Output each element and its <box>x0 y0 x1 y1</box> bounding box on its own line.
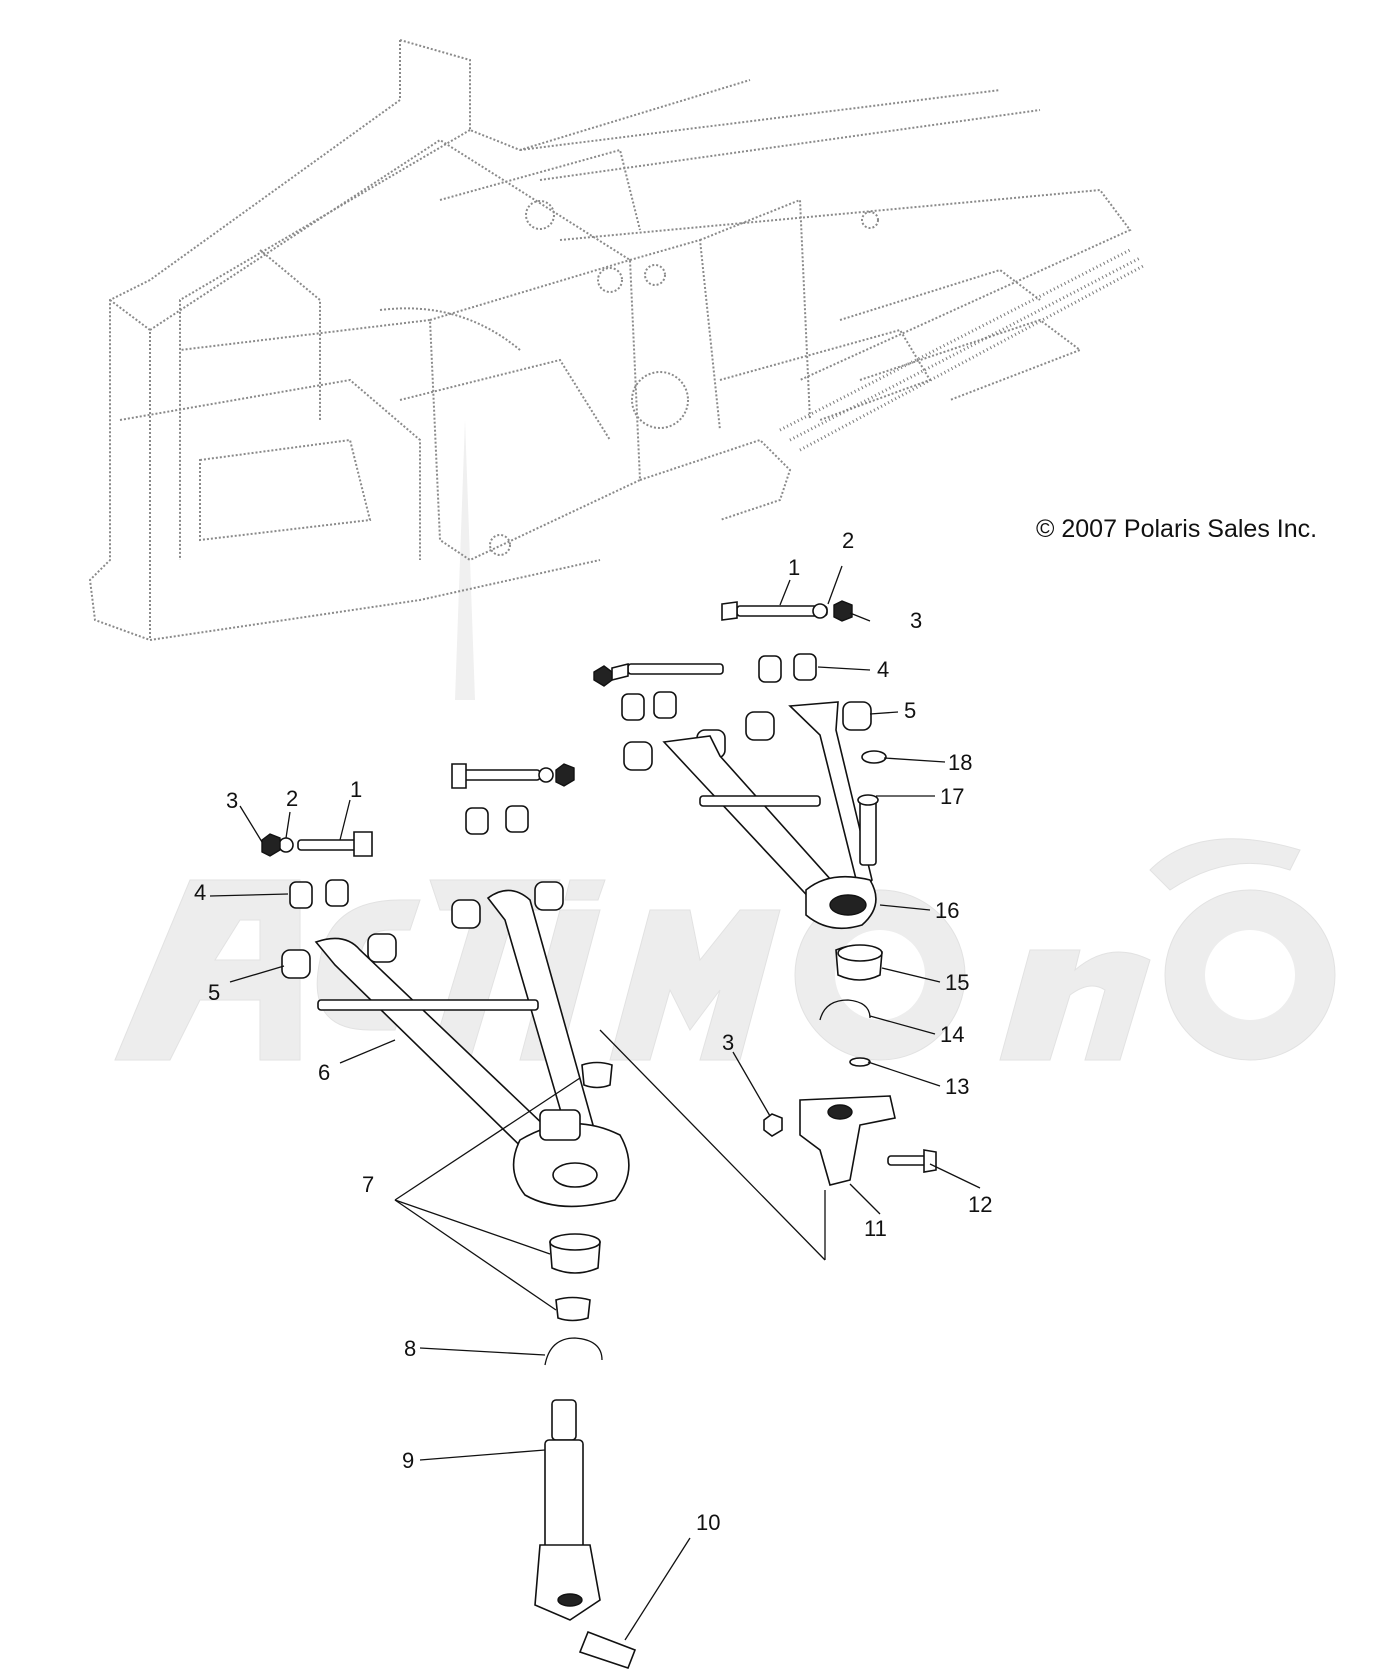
copyright-notice: © 2007 Polaris Sales Inc. <box>1036 515 1317 543</box>
watermark <box>114 420 1336 1061</box>
callout-5-lower: 5 <box>208 980 220 1005</box>
lower-left-a-arm-assembly <box>261 763 637 1669</box>
callout-15: 15 <box>945 970 969 995</box>
callout-17: 17 <box>940 784 964 809</box>
callout-1-upper: 1 <box>788 555 800 580</box>
frame-chassis <box>88 39 1146 641</box>
callout-8: 8 <box>404 1336 416 1361</box>
callout-11: 11 <box>864 1216 887 1241</box>
callout-2-upper: 2 <box>842 528 854 553</box>
callout-18: 18 <box>948 750 972 775</box>
callout-3-lower: 3 <box>226 788 238 813</box>
callout-1-lower: 1 <box>350 777 362 802</box>
callout-10: 10 <box>696 1510 720 1535</box>
callouts-lower-left: 1 2 3 4 5 6 7 8 9 10 <box>194 777 720 1535</box>
callout-9: 9 <box>402 1448 414 1473</box>
callouts-upper-right: 1 2 3 4 5 18 17 16 15 14 13 12 11 3 <box>722 528 992 1241</box>
callout-14: 14 <box>940 1022 964 1047</box>
callout-16: 16 <box>935 898 959 923</box>
callout-2-lower: 2 <box>286 786 298 811</box>
callout-4-upper: 4 <box>877 657 889 682</box>
callout-6: 6 <box>318 1060 330 1085</box>
callout-4-lower: 4 <box>194 880 206 905</box>
callout-3-upper: 3 <box>910 608 922 633</box>
leader-lines <box>209 565 981 1641</box>
callout-12: 12 <box>968 1192 992 1217</box>
callout-3-middle: 3 <box>722 1030 734 1055</box>
callout-7: 7 <box>362 1172 374 1197</box>
callout-13: 13 <box>945 1074 969 1099</box>
upper-right-a-arm-assembly <box>593 600 937 1186</box>
callout-5-upper: 5 <box>904 698 916 723</box>
